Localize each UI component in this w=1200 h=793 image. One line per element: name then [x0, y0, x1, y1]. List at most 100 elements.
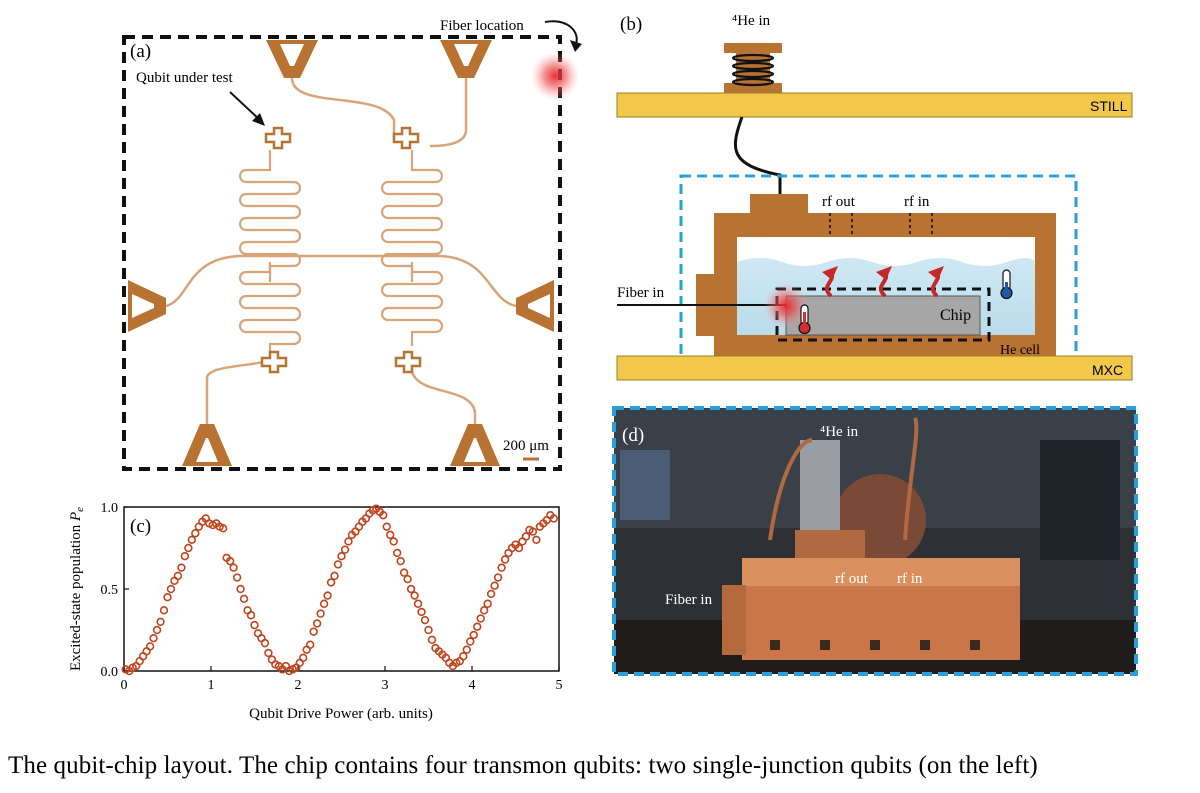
data-point: [299, 653, 308, 663]
panel-a-label: (a): [130, 41, 151, 62]
data-point: [323, 591, 332, 600]
data-point: [399, 568, 409, 577]
qubit-top-right: [392, 126, 420, 150]
data-point: [305, 640, 315, 649]
qubit-under-test-label: Qubit under test: [136, 70, 233, 86]
data-point: [316, 609, 325, 618]
data-point: [184, 543, 193, 553]
qubit-bottom-left: [260, 350, 288, 374]
data-point: [486, 589, 496, 599]
still-plate: [616, 92, 1133, 118]
data-point: [250, 620, 259, 630]
data-point: [466, 637, 475, 646]
panel-d-label: (d): [622, 425, 644, 446]
data-point: [420, 615, 430, 625]
data-point: [177, 563, 186, 572]
cell-enclosure: [679, 174, 1078, 368]
thermometer-hot-icon: [798, 304, 811, 335]
data-point: [344, 537, 353, 546]
data-point: [382, 522, 391, 531]
data-point: [386, 530, 395, 540]
transmon-qubits: [260, 126, 422, 374]
x-tick-label: 0: [121, 678, 128, 693]
still-label: STILL: [1090, 98, 1128, 114]
photo-frame: [612, 406, 1138, 676]
data-point: [173, 571, 183, 581]
data-point: [379, 511, 388, 520]
data-point: [239, 594, 249, 604]
data-point: [459, 652, 468, 661]
data-point: [497, 563, 506, 572]
data-point: [330, 571, 339, 581]
data-point: [264, 648, 273, 658]
data-point: [521, 532, 531, 541]
data-point: [180, 551, 190, 561]
photo-fiber-in-label: Fiber in: [665, 592, 713, 608]
panel-d: (d) ⁴He in rf out rf in Fiber in: [612, 406, 1138, 676]
data-point: [166, 584, 176, 594]
data-point: [532, 535, 541, 544]
data-point: [493, 573, 503, 582]
y-axis-label: Excited-state population Pe: [68, 507, 86, 671]
data-point: [514, 543, 524, 553]
chip-label: Chip: [940, 307, 971, 324]
data-point: [462, 645, 471, 654]
he-in-label: ⁴He in: [732, 13, 771, 29]
rf-in-label: rf in: [904, 194, 930, 210]
fiber-location-arrow: [544, 20, 578, 45]
data-point: [326, 578, 336, 587]
data-point: [159, 606, 169, 615]
data-point: [413, 599, 423, 608]
chip: [785, 295, 981, 336]
fiber-in-label: Fiber in: [617, 285, 665, 301]
qubit-bottom-right: [394, 350, 422, 374]
panel-b-label: (b): [620, 14, 642, 35]
x-tick-label: 5: [556, 678, 563, 693]
data-point: [156, 617, 165, 626]
y-tick-label: 1.0: [101, 501, 119, 516]
chip-boundary: [122, 35, 562, 471]
data-point: [191, 529, 200, 538]
data-point: [403, 574, 412, 584]
he-cell-label: He cell: [1000, 343, 1040, 358]
data-point: [145, 642, 155, 651]
resonators: [238, 150, 444, 358]
fiber-spot-b: [764, 284, 808, 328]
data-point: [427, 635, 437, 645]
fiber-location-arrowhead: [570, 40, 582, 52]
qubit-top-left: [264, 126, 292, 150]
he-coil: [731, 53, 775, 87]
data-point: [225, 556, 235, 566]
data-point: [396, 556, 405, 566]
data-point: [483, 599, 492, 608]
mxc-plate: [616, 355, 1133, 381]
data-point: [549, 514, 558, 523]
he-line: [733, 116, 782, 196]
he-fitting-photo: [800, 440, 840, 540]
x-tick-label: 2: [295, 678, 302, 693]
data-point: [410, 591, 419, 600]
data-point: [309, 627, 318, 636]
data-point: [528, 527, 538, 536]
data-point: [389, 537, 398, 546]
data-point: [333, 560, 343, 569]
data-point: [152, 625, 162, 635]
data-point: [236, 584, 245, 594]
fiber-spot: [531, 52, 579, 100]
data-point: [500, 555, 510, 564]
y-axis-ticks: 0.0 0.5 1.0: [101, 501, 129, 680]
data-point: [187, 535, 197, 544]
rf-out-label: rf out: [822, 194, 856, 210]
x-axis-label: Qubit Drive Power (arb. units): [249, 706, 433, 722]
y-tick-label: 0.5: [101, 583, 119, 598]
data-point: [340, 545, 350, 554]
data-point: [479, 606, 489, 615]
data-point: [469, 630, 478, 640]
data-point: [229, 563, 238, 572]
data-point: [319, 599, 329, 608]
y-tick-label: 0.0: [101, 665, 119, 680]
data-point: [163, 592, 172, 602]
panel-a: (a) Fiber location Qubit under test: [122, 18, 582, 471]
